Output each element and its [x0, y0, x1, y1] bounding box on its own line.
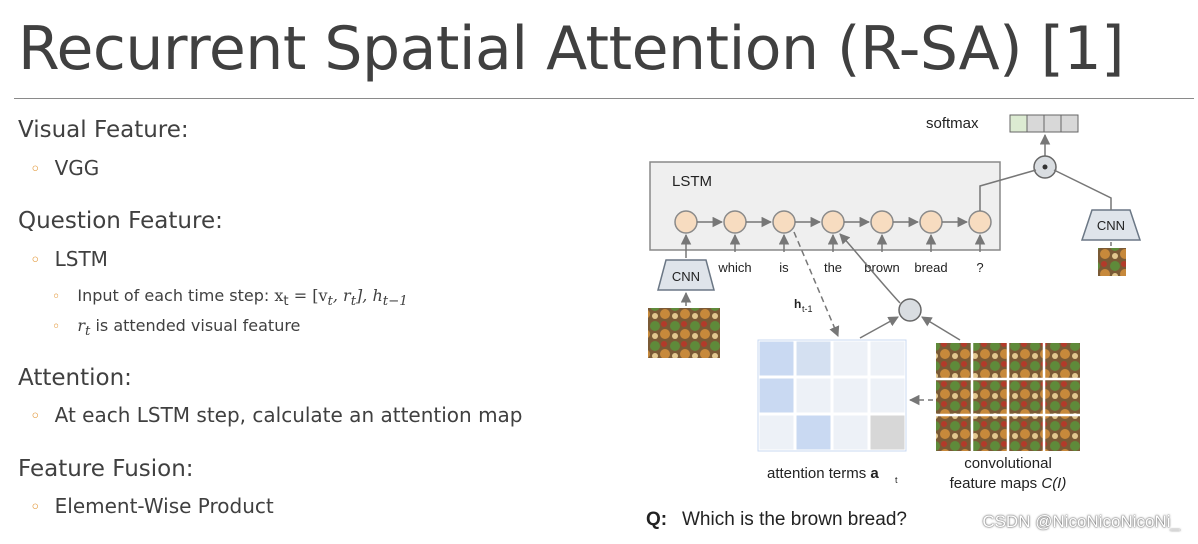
question-text: Which is the brown bread?	[682, 509, 907, 530]
h-label: h	[794, 297, 801, 311]
attention-terms-label: attention terms a	[767, 465, 879, 482]
question-feature-heading: Question Feature:	[18, 208, 223, 234]
attended-feature-text: is attended visual feature	[90, 316, 301, 335]
math-r: , r	[332, 286, 351, 305]
math-h-sub: t−1	[382, 294, 408, 310]
attention-terms-sub: t	[895, 475, 898, 485]
word-the: the	[824, 260, 842, 275]
math-x-sub: t	[283, 294, 289, 310]
title-divider	[14, 98, 1194, 99]
input-image-right	[1098, 248, 1126, 276]
word-brown: brown	[864, 260, 899, 275]
visual-feature-bullet: VGG	[30, 156, 100, 180]
math-r-sub: t	[350, 294, 357, 310]
lstm-nodes	[674, 210, 992, 234]
math-rt: r	[77, 316, 86, 335]
rsa-diagram: softmax LSTM	[646, 114, 1142, 530]
visual-feature-heading: Visual Feature:	[18, 117, 189, 143]
word-which: which	[717, 260, 751, 275]
math-h: ], h	[356, 286, 383, 305]
cnn-right-label: CNN	[1097, 218, 1125, 233]
watermark: CSDN @NicoNicoNicoNi_	[982, 512, 1180, 531]
attention-heading: Attention:	[18, 365, 132, 391]
cnn-left	[657, 259, 715, 291]
word-bread: bread	[914, 260, 947, 275]
input-time-step-bullet: Input of each time step: xt = [vt, rt], …	[52, 286, 408, 310]
attention-bullet: At each LSTM step, calculate an attentio…	[30, 403, 523, 427]
question-feature-bullet: LSTM	[30, 247, 108, 271]
input-image-left	[648, 308, 720, 358]
math-v-sub: t	[327, 294, 333, 310]
conv-label-line1: convolutional	[964, 455, 1052, 472]
math-eq: = [v	[288, 286, 328, 305]
slide-title: Recurrent Spatial Attention (R-SA) [1]	[18, 14, 1125, 84]
attended-feature-bullet: rt is attended visual feature	[52, 316, 300, 339]
softmax-label: softmax	[926, 115, 979, 132]
conv-feature-maps	[936, 343, 1080, 451]
feature-fusion-heading: Feature Fusion:	[18, 456, 194, 482]
word-question-mark: ?	[976, 260, 983, 275]
math-rt-sub: t	[85, 324, 91, 340]
attention-map	[756, 338, 908, 453]
word-is: is	[779, 260, 789, 275]
input-time-step-text: Input of each time step:	[77, 286, 275, 305]
lstm-box	[649, 161, 1001, 251]
cnn-right	[1080, 209, 1142, 241]
cnn-left-label: CNN	[672, 269, 700, 284]
h-sub: t-1	[802, 304, 813, 314]
question-prefix: Q:	[646, 509, 667, 530]
softmax-vector	[1009, 114, 1079, 133]
feature-fusion-bullet: Element-Wise Product	[30, 494, 274, 518]
math-x: x	[274, 286, 284, 305]
lstm-label: LSTM	[672, 173, 712, 190]
conv-label-line2: feature maps C(I)	[950, 475, 1067, 492]
product-node-mid	[898, 298, 922, 322]
